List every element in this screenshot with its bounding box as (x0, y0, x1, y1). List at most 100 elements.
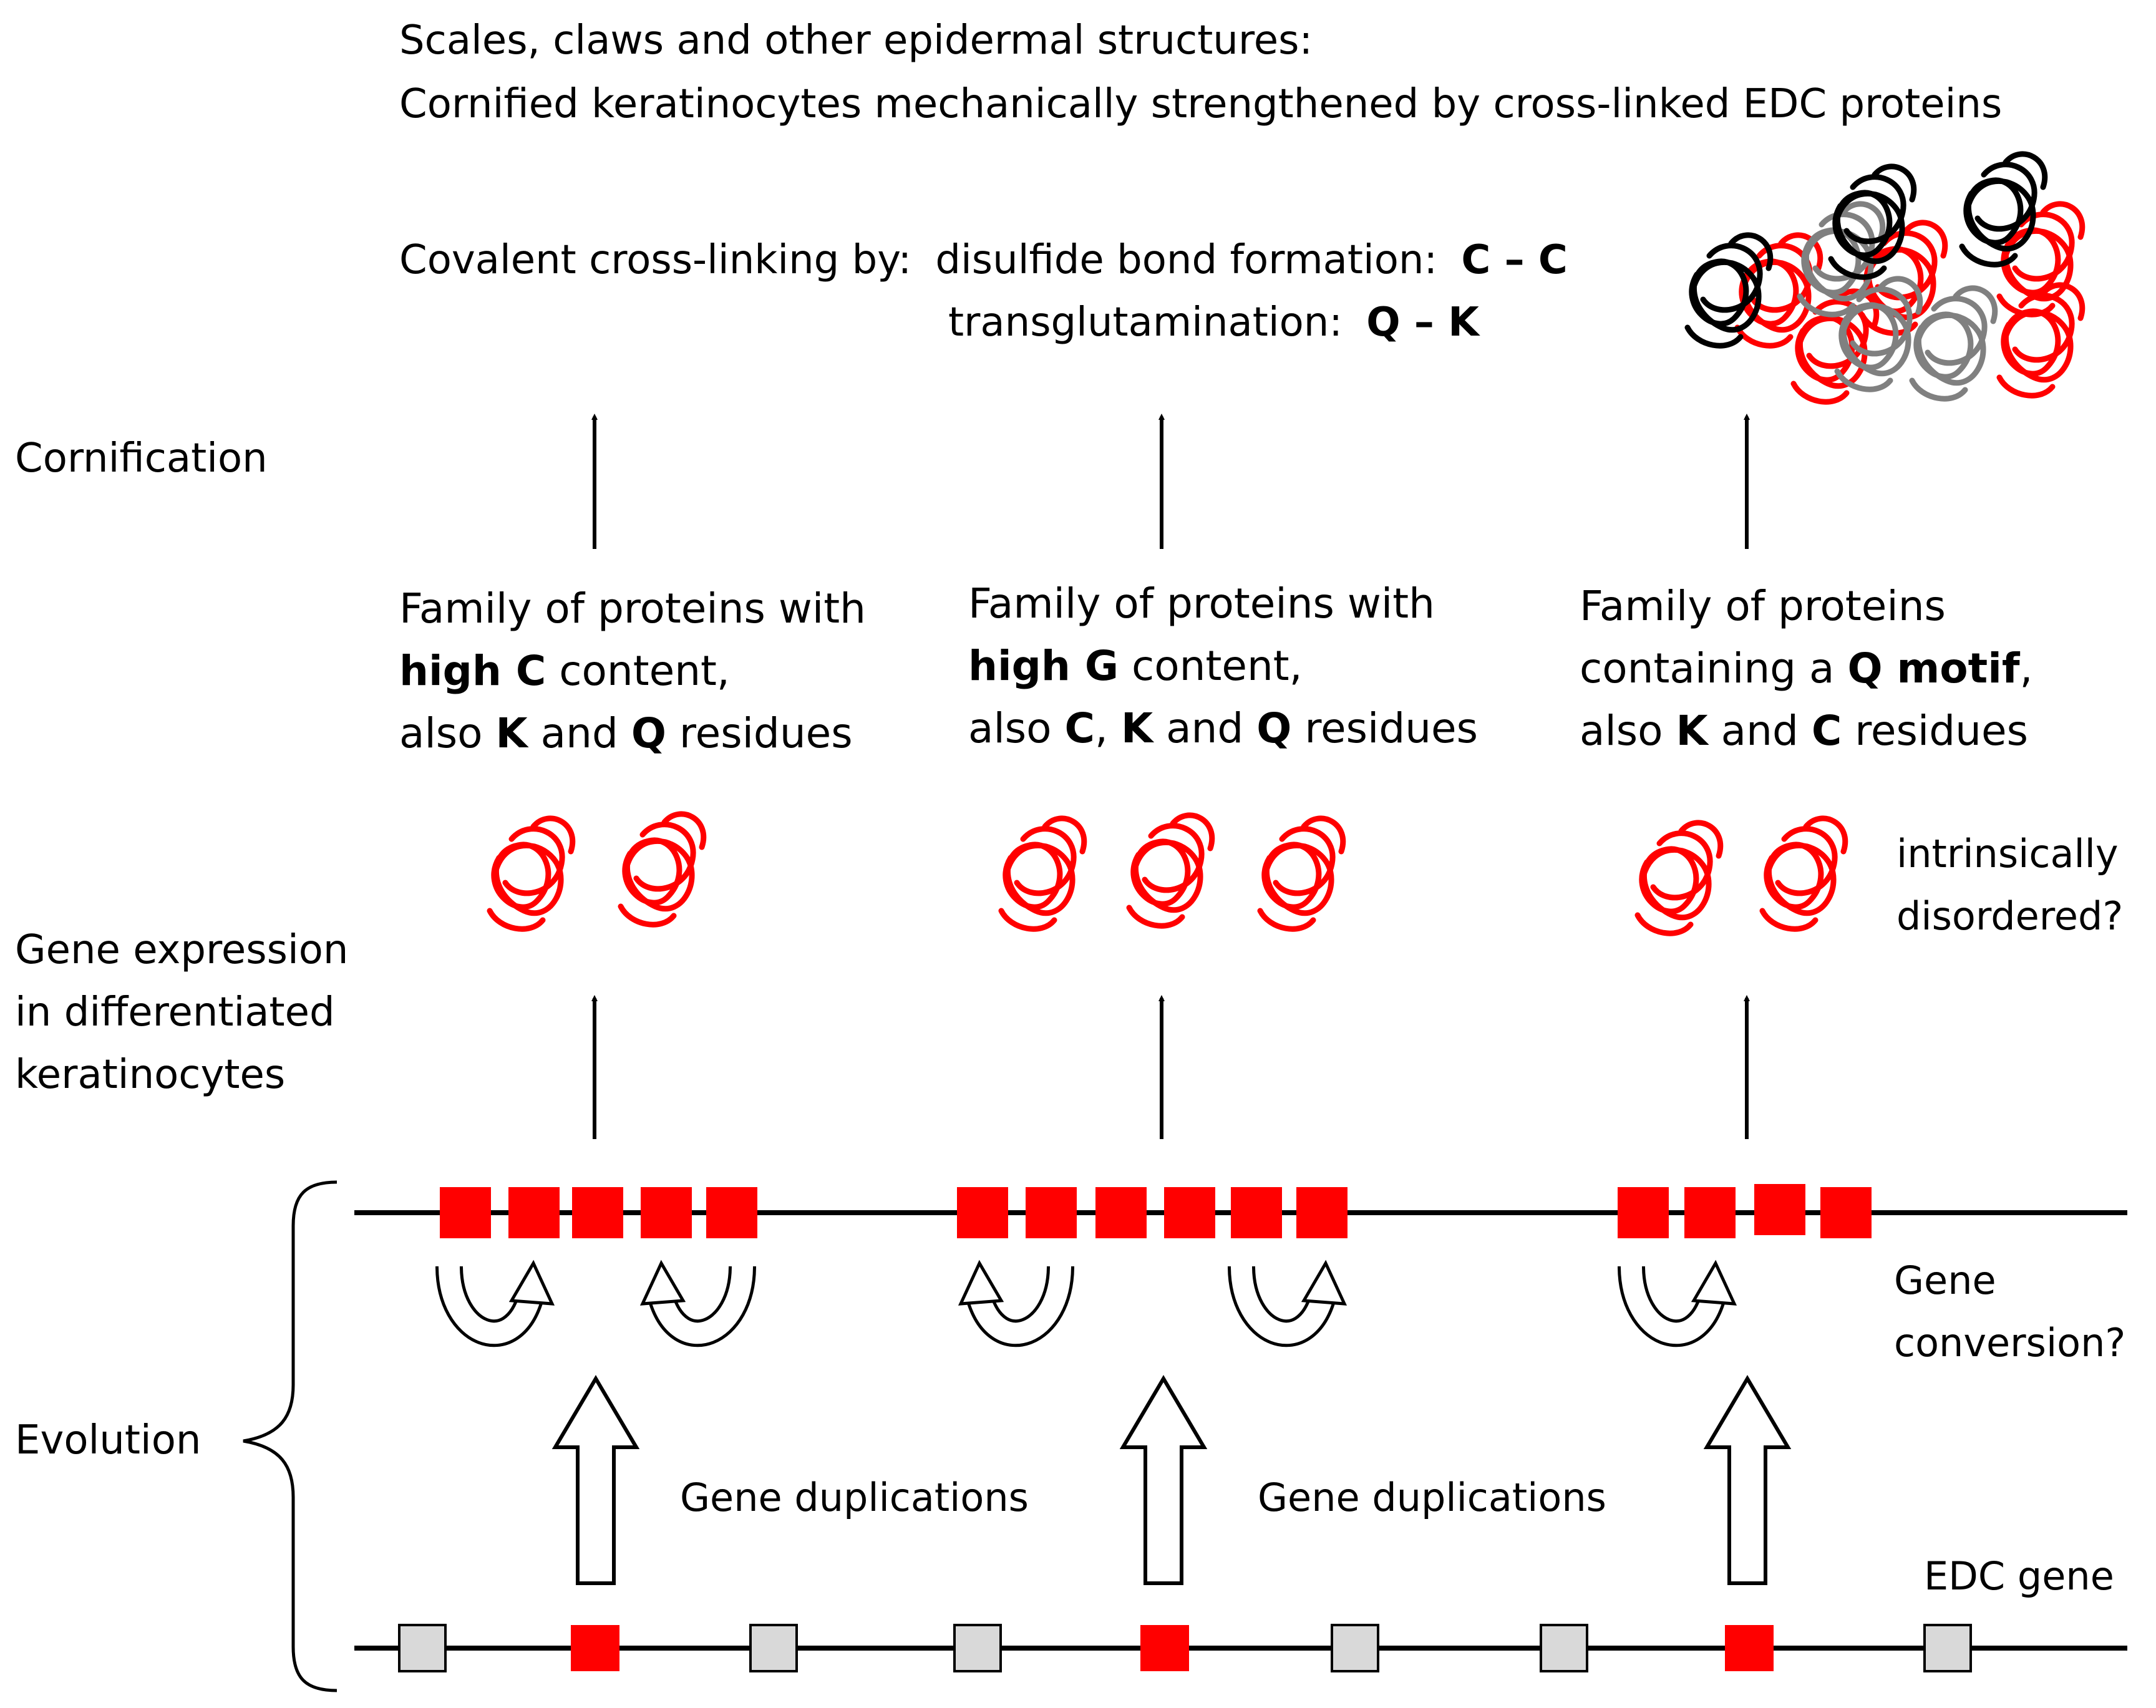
duplication-arrow-3 (1703, 1375, 1792, 1585)
duplication-arrow-1 (551, 1375, 640, 1585)
protein-coil (1001, 818, 1084, 929)
disulfide-label: disulfide bond formation: (935, 237, 1437, 283)
gene-red (1618, 1187, 1669, 1238)
family-3-l3-b2: C (1812, 707, 1842, 755)
family-3-l3-mid: and (1708, 707, 1812, 755)
family-3-bold: Q motif (1847, 644, 2020, 692)
family-1-l3-b1: K (496, 709, 530, 757)
gene-red (1754, 1184, 1805, 1235)
gene-red (957, 1187, 1008, 1238)
family-2-l3-mid: and (1153, 704, 1256, 752)
protein-coils-family-1 (490, 814, 704, 929)
u-arrow-5 (1618, 1259, 1737, 1347)
protein-coil (1260, 818, 1343, 929)
gene-red (1231, 1187, 1282, 1238)
family-3-l3-post: residues (1842, 707, 2028, 755)
u-arrow-1 (435, 1259, 555, 1347)
family-1-l3-b2: Q (631, 709, 666, 757)
disordered-line-1: intrinsically (1896, 831, 2119, 876)
family-2-line-2-rest: content, (1119, 642, 1303, 690)
family-1-line-2: high C content, (399, 647, 730, 695)
gene-red (508, 1187, 560, 1238)
u-arrow-3 (958, 1259, 1074, 1347)
family-3-l3-b1: K (1676, 707, 1710, 755)
gene-gray (1331, 1624, 1379, 1672)
gene-gray (1540, 1624, 1588, 1672)
family-3-l2-post: , (2020, 644, 2033, 692)
header-line-1: Scales, claws and other epidermal struct… (399, 17, 1313, 64)
disulfide-bond: C – C (1461, 237, 1568, 283)
duplications-label-1: Gene duplications (680, 1475, 1029, 1520)
family-1-l3-mid: and (528, 709, 631, 757)
protein-coil (490, 818, 573, 929)
protein-coil (621, 814, 704, 924)
conversion-line-1: Gene (1894, 1258, 1996, 1303)
crosslinking-prefix: Covalent cross-linking by: (399, 237, 911, 283)
crosslinking-line-1: Covalent cross-linking by: disulfide bon… (399, 237, 1568, 283)
family-2-line-3: also C, K and Q residues (968, 704, 1478, 752)
family-1-line-2-rest: content, (546, 647, 730, 695)
gene-gray (398, 1624, 447, 1672)
edc-gene-label: EDC gene (1924, 1553, 2114, 1599)
family-1-bold: high C (399, 647, 546, 695)
duplications-label-2: Gene duplications (1258, 1475, 1606, 1520)
transglutamination-label: transglutamination: (948, 299, 1343, 346)
family-1-l3-pre: also (399, 709, 496, 757)
stage-cornification: Cornification (15, 435, 268, 482)
family-2-line-2: high G content, (968, 642, 1303, 690)
family-1-line-3: also K and Q residues (399, 709, 853, 757)
family-3-l3-pre: also (1580, 707, 1676, 755)
protein-coil (1638, 823, 1721, 933)
family-3-l2-pre: containing a (1580, 644, 1847, 692)
family-3-line-3: also K and C residues (1580, 707, 2028, 755)
protein-coil (1999, 285, 2082, 395)
gene-gray (953, 1624, 1002, 1672)
gene-red (440, 1187, 491, 1238)
gene-red (1095, 1187, 1147, 1238)
gene-red (1820, 1187, 1872, 1238)
family-1-l3-post: residues (666, 709, 853, 757)
disordered-line-2: disordered? (1896, 893, 2123, 939)
gene-conversion-arrows (435, 1259, 1737, 1347)
u-arrow-2 (639, 1259, 756, 1347)
gene-red (1725, 1625, 1774, 1671)
crosslinked-protein-cluster (1687, 154, 2082, 402)
family-1-line-1: Family of proteins with (399, 585, 866, 633)
gene-red (706, 1187, 757, 1238)
family-3-line-1: Family of proteins (1580, 582, 1946, 630)
protein-coils-family-3 (1638, 818, 1845, 933)
family-2-l3-b1: C (1065, 704, 1095, 752)
family-2-bold: high G (968, 642, 1119, 690)
protein-coils-family-2 (1001, 815, 1343, 929)
gene-red (1296, 1187, 1348, 1238)
crosslinking-line-2: transglutamination: Q – K (948, 299, 1480, 346)
evolution-brace (243, 1180, 337, 1692)
stage-expression-1: Gene expression (15, 927, 348, 973)
family-2-l3-pre: also (968, 704, 1065, 752)
u-arrow-4 (1228, 1259, 1348, 1347)
stage-expression-3: keratinocytes (15, 1052, 285, 1098)
ancestral-genes (398, 1624, 1972, 1672)
family-2-l3-sep: , (1095, 704, 1121, 752)
gene-gray (1923, 1624, 1972, 1672)
protein-coil (1762, 818, 1845, 929)
stage-expression-2: in differentiated (15, 989, 335, 1036)
transglutamination-bond: Q – K (1366, 299, 1480, 346)
protein-coil-black (1831, 167, 1914, 277)
gene-red (1164, 1187, 1215, 1238)
protein-coil (1129, 815, 1212, 926)
family-2-line-1: Family of proteins with (968, 580, 1435, 628)
gene-red (571, 1625, 619, 1671)
stage-evolution: Evolution (15, 1417, 201, 1463)
gene-cluster-1 (440, 1187, 757, 1238)
gene-cluster-2 (957, 1187, 1348, 1238)
family-2-l3-post: residues (1291, 704, 1478, 752)
family-2-l3-b2: K (1121, 704, 1155, 752)
gene-red (1140, 1625, 1189, 1671)
header-line-2: Cornified keratinocytes mechanically str… (399, 81, 2002, 127)
family-2-l3-b3: Q (1256, 704, 1291, 752)
gene-red (641, 1187, 692, 1238)
conversion-line-2: conversion? (1894, 1320, 2125, 1366)
gene-red (1684, 1187, 1736, 1238)
